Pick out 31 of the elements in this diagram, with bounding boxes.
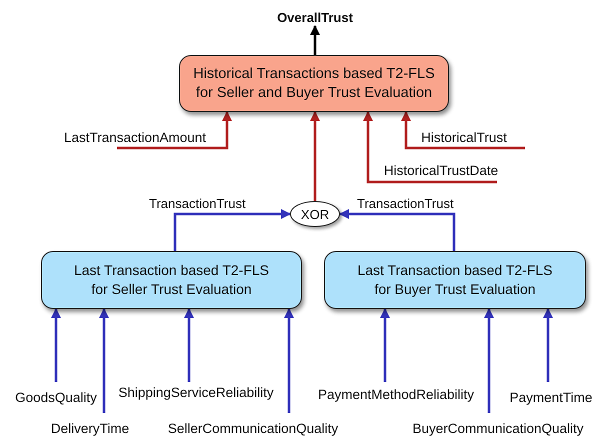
arrow [310,25,320,55]
process-box: Last Transaction based T2-FLS for Seller Trust Evaluation [41,251,302,309]
arrow [51,308,61,382]
arrow [284,308,294,413]
input-label: LastTransactionAmount [64,130,206,145]
arrow [543,308,553,382]
input-label: PaymentMethodReliability [318,387,474,402]
edge-label: TransactionTrust [356,196,455,211]
arrow [174,209,291,251]
input-label: DeliveryTime [50,421,130,436]
xor-ellipse: XOR [290,201,340,227]
arrow [310,111,320,201]
input-label: HistoricalTrust [421,130,507,145]
edge-label: TransactionTrust [148,196,247,211]
arrow [484,308,494,413]
input-label: BuyerCommunicationQuality [412,421,584,436]
process-box: Historical Transactions based T2-FLS for Seller and Buyer Trust Evaluation [179,55,449,112]
arrow [363,111,497,184]
input-label: PaymentTime [510,390,592,405]
input-label: HistoricalTrustDate [384,163,498,178]
output-label: OverallTrust [277,10,353,24]
arrow [99,308,109,413]
arrow [380,308,390,382]
arrow [184,308,194,382]
input-label: ShippingServiceReliability [118,385,274,400]
arrow [401,111,525,150]
process-box: Last Transaction based T2-FLS for Buyer Trust Evaluation [324,251,586,309]
input-label: SellerCommunicationQuality [168,421,338,436]
arrow [339,209,456,251]
input-label: GoodsQuality [15,390,97,405]
arrow [117,111,232,150]
